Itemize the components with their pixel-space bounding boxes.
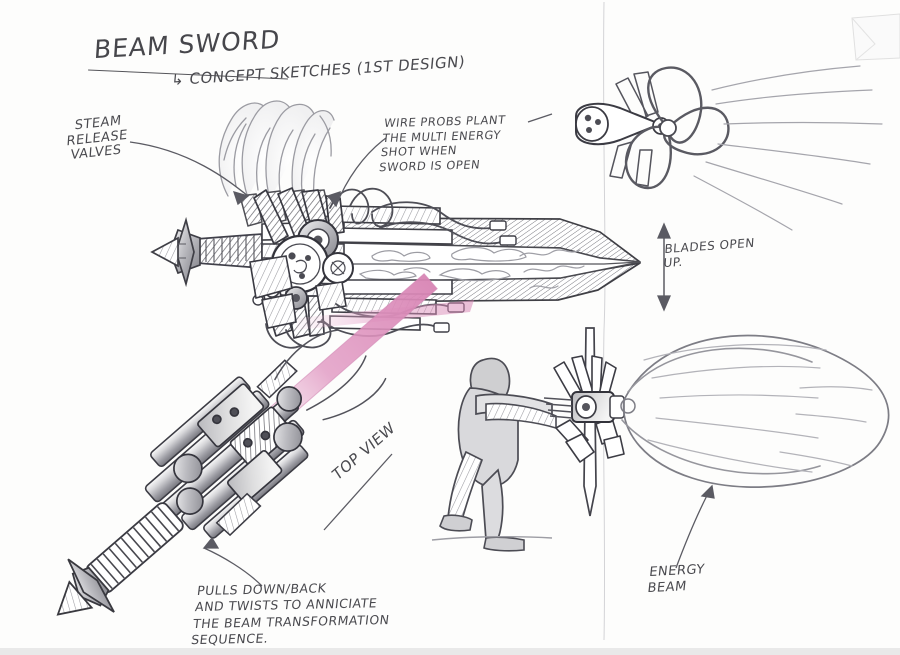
main-sword-pommel	[150, 216, 201, 288]
label-wire-probs: WIRE PROBS PLANT THE MULTI ENERGY SHOT W…	[378, 112, 507, 175]
top-view-assembly	[56, 272, 438, 616]
label-pulls-down-back: PULLS DOWN/BACK AND TWISTS TO ANNICIATE …	[190, 580, 391, 647]
hilt-vapour-squiggles	[519, 249, 585, 289]
annotation-leaders	[129, 113, 715, 587]
hilt-armature-plates	[249, 255, 347, 329]
atom-energy-shot	[575, 65, 883, 231]
wielded-sword-hub	[571, 391, 625, 423]
atom-emitter-body	[575, 102, 670, 146]
wielder-figure	[431, 357, 557, 552]
steam-cloud	[218, 100, 335, 201]
top-view-ribbed-grip	[86, 502, 184, 593]
label-steam-release-valves: STEAM RELEASE VALVES	[65, 113, 129, 164]
wielded-sword	[543, 327, 625, 517]
top-view-pommel	[56, 558, 115, 616]
energy-beam-streaks	[643, 343, 873, 473]
label-energy-beam: ENERGY BEAM	[646, 562, 706, 596]
energy-beam-plume	[620, 334, 890, 488]
